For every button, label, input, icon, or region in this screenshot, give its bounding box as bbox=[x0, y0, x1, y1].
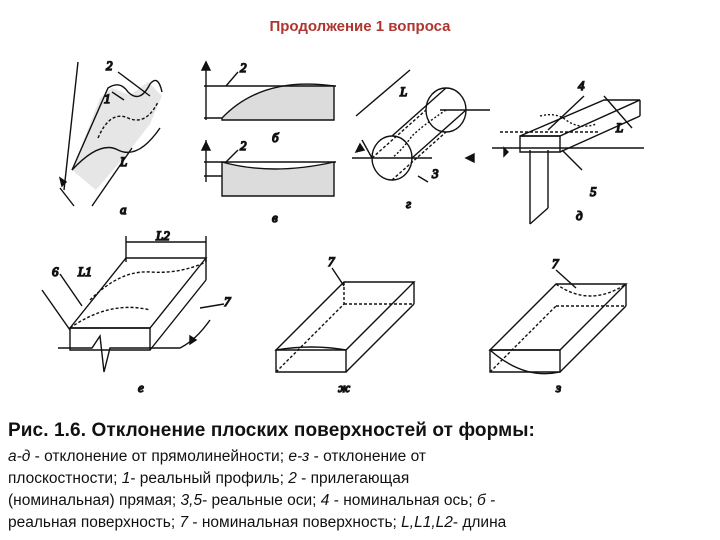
panel-e-label-L2: L2 bbox=[155, 228, 170, 243]
caption-line-4: реальная поверхность; 7 - номинальная по… bbox=[8, 514, 506, 531]
panel-e-label-L1: L1 bbox=[77, 264, 92, 279]
panel-a bbox=[58, 61, 163, 207]
caption-part: плоскостности; bbox=[8, 470, 122, 487]
panel-e-letter: е bbox=[138, 380, 144, 395]
panel-a-letter: а bbox=[120, 202, 127, 217]
panel-a-label-2: 2 bbox=[106, 58, 113, 73]
caption-part: е-з bbox=[288, 448, 310, 465]
caption-part: а-д bbox=[8, 448, 31, 465]
panel-zh-letter: ж bbox=[338, 380, 350, 395]
figure-caption: Рис. 1.6. Отклонение плоских поверхносте… bbox=[8, 420, 714, 534]
figure-drawing: 2 1 L а 2 б 2 в L 3 bbox=[41, 57, 644, 396]
panel-v-label-2: 2 bbox=[240, 138, 247, 153]
panel-d bbox=[492, 95, 644, 225]
caption-part: 4 bbox=[320, 492, 330, 509]
panel-z-label-7: 7 bbox=[552, 256, 559, 271]
panel-e-label-6: 6 bbox=[52, 264, 59, 279]
caption-part: (номинальная) прямая; bbox=[8, 492, 181, 509]
caption-body: а-д - отклонение от прямолинейности; е-з… bbox=[8, 446, 714, 534]
caption-part: - отклонение от bbox=[309, 448, 426, 465]
caption-part: - реальные оси; bbox=[202, 492, 321, 509]
panel-a-label-1: 1 bbox=[104, 91, 111, 106]
caption-part: 7 bbox=[179, 514, 189, 531]
panel-v bbox=[200, 140, 336, 197]
panel-g-label-3: 3 bbox=[431, 166, 439, 181]
panel-z bbox=[488, 269, 628, 375]
caption-part: 1 bbox=[121, 470, 131, 487]
panel-b-label-2: 2 bbox=[240, 60, 247, 75]
caption-part: 3,5 bbox=[180, 492, 203, 509]
panel-d-label-5: 5 bbox=[590, 184, 597, 199]
slide-title: Продолжение 1 вопроса bbox=[269, 18, 451, 35]
caption-part: - отклонение от прямолинейности; bbox=[30, 448, 289, 465]
caption-part: - длина bbox=[452, 514, 507, 531]
panel-z-letter: з bbox=[555, 380, 561, 395]
caption-part: б - bbox=[476, 492, 496, 509]
panel-b-letter: б bbox=[272, 130, 279, 145]
caption-part: - номинальная ось; bbox=[329, 492, 477, 509]
panel-zh-label-7: 7 bbox=[328, 254, 335, 269]
panel-e bbox=[41, 236, 225, 373]
caption-line-3: (номинальная) прямая; 3,5- реальные оси;… bbox=[8, 492, 495, 509]
caption-title: Рис. 1.6. Отклонение плоских поверхносте… bbox=[8, 420, 535, 441]
caption-part: реальная поверхность; bbox=[8, 514, 180, 531]
panel-zh bbox=[274, 267, 416, 373]
caption-line-1: а-д - отклонение от прямолинейности; е-з… bbox=[8, 448, 426, 465]
panel-d-label-L: L bbox=[615, 120, 623, 135]
caption-part: - прилегающая bbox=[296, 470, 410, 487]
panel-v-letter: в bbox=[272, 210, 278, 225]
caption-part: L,L1,L2 bbox=[401, 514, 453, 531]
panel-d-label-4: 4 bbox=[578, 78, 585, 93]
panel-g-label-L: L bbox=[399, 84, 407, 99]
panel-a-label-L: L bbox=[119, 154, 127, 169]
caption-part: - реальный профиль; bbox=[130, 470, 289, 487]
panel-e-label-7: 7 bbox=[224, 294, 231, 309]
panel-b bbox=[200, 60, 336, 121]
panel-d-letter: д bbox=[576, 208, 583, 223]
caption-line-2: плоскостности; 1- реальный профиль; 2 - … bbox=[8, 470, 409, 487]
panel-g bbox=[352, 69, 490, 183]
caption-part: - номинальная поверхность; bbox=[188, 514, 402, 531]
caption-part: 2 bbox=[288, 470, 297, 487]
panel-g-letter: г bbox=[406, 196, 411, 211]
